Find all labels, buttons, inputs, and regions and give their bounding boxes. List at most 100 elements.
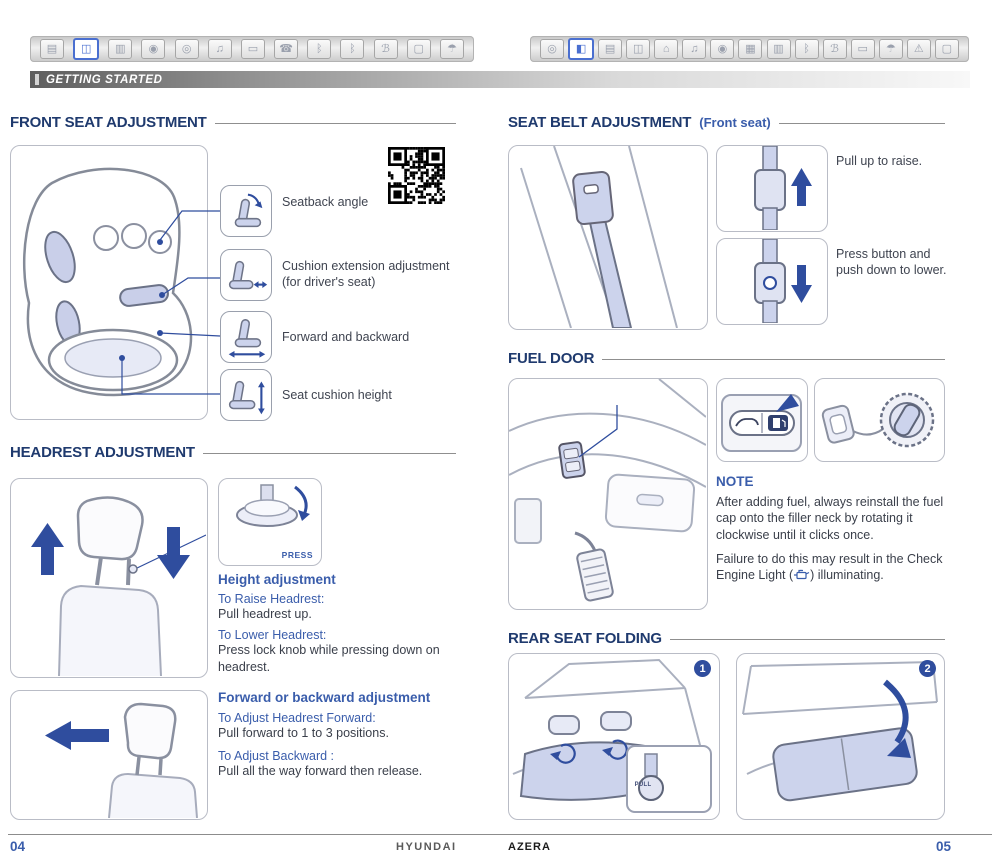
fuel-dashboard-image [508,378,708,610]
seat-icon: ▥ [766,39,791,59]
headrest-height-diagram [31,496,207,677]
fuel-cap-image [814,378,945,462]
title-rule [778,123,945,124]
headrest-forward-text: Forward or backward adjustment To Adjust… [218,690,456,780]
fuel-switch-image [716,378,808,462]
fuel-switch-diagram [721,394,802,452]
adjust-backward-label: To Adjust Backward : [218,749,335,764]
fuel-cap-diagram [821,392,935,448]
headrest-height-text: Height adjustment To Raise Headrest: Pul… [218,572,453,675]
note-paragraph-1: After adding fuel, always reinstall the … [716,495,944,542]
home-icon: ⌂ [654,39,679,59]
headrest-forward-diagram [45,702,198,819]
section-banner: GETTING STARTED [30,71,970,88]
footer-rule [8,834,992,835]
title-rule [602,359,945,360]
title-rule [669,639,945,640]
step-2-badge: 2 [919,660,936,677]
front-seat-diagram [23,167,193,397]
adjust-backward-text: Pull all the way forward then release. [218,764,423,779]
card-icon: ▭ [850,39,875,59]
forward-backward-heading: Forward or backward adjustment [218,690,431,705]
bluelink-icon: ℬ [822,39,847,59]
display-icon: ▢ [934,39,959,59]
mirror-icon: ▭ [240,39,265,59]
rear-seat-title: REAR SEAT FOLDING [508,630,662,647]
headrest-title: HEADREST ADJUSTMENT [10,444,195,461]
media-icon: ♫ [207,39,232,59]
adjust-forward-text: Pull forward to 1 to 3 positions. [218,726,389,740]
lower-headrest-label: To Lower Headrest: [218,628,327,643]
adjust-forward-label: To Adjust Headrest Forward: [218,711,376,725]
media-icon: ♫ [682,39,707,59]
press-label: PRESS [281,550,313,560]
cluster-icon: ◎ [540,39,564,59]
raise-headrest-text: Pull headrest up. [218,607,312,621]
phone-icon: ☎ [274,39,299,59]
raise-headrest-label: To Raise Headrest: [218,592,325,606]
fuel-door-title: FUEL DOOR [508,350,595,367]
page-number-left: 04 [10,839,26,854]
bluelink-icon: ℬ [373,39,398,59]
rear-seat-step1-image: PULL [508,653,720,820]
cushion-extension-label: Cushion extension adjustment (for driver… [282,259,450,290]
door-lock-icon: ◉ [141,39,166,59]
rear-seat-step1-diagram [512,658,712,813]
fuel-door-icon: ◧ [568,38,595,60]
title-rule [214,123,456,124]
seat-belt-title-row: SEAT BELT ADJUSTMENT (Front seat) [508,114,945,131]
belt-raise-image [716,145,828,232]
belt-raise-diagram [754,145,812,231]
seat-belt-image [508,145,708,330]
check-engine-icon [793,568,810,582]
page-number-right: 05 [936,839,952,854]
fuel-dashboard-diagram [508,378,707,602]
bluetooth-audio-icon: ᛒ [340,39,365,59]
cushion-extension-icon [220,249,272,301]
height-adjustment-heading: Height adjustment [218,572,336,587]
press-knob-image: PRESS [218,478,322,566]
seatback-angle-icon [220,185,272,237]
front-seat-icon: ◫ [73,38,100,60]
seat-belt-diagram [520,145,678,329]
fuel-note: NOTE After adding fuel, always reinstall… [716,474,948,583]
step-1-badge: 1 [694,660,711,677]
note-paragraph-2-post: ) illuminating. [810,568,884,582]
cluster-icon: ◎ [174,39,199,59]
rear-seat-icon: ▥ [108,39,133,59]
qr-code [388,147,445,204]
footer-brand: HYUNDAI [396,841,457,853]
forward-backward-icon [220,311,272,363]
gauge-icon: ◉ [710,39,735,59]
headrest-forward-image [10,690,208,820]
banner-tick [35,74,39,85]
headrest-height-image [10,478,208,678]
rear-seat-title-row: REAR SEAT FOLDING [508,630,945,647]
note-paragraph-2-pre: Failure to do this may result in the Che… [716,551,943,582]
footer-model: AZERA [508,841,551,853]
seatback-angle-label: Seatback angle [282,195,369,209]
pull-label: PULL [634,782,652,788]
cushion-height-label: Seat cushion height [282,388,392,402]
rear-seat-step2-image [736,653,945,820]
warning-icon: ⚠ [906,39,931,59]
title-rule [202,453,456,454]
front-seat-title: FRONT SEAT ADJUSTMENT [10,114,207,131]
bluetooth-icon: ᛒ [307,39,332,59]
belt-lower-diagram [754,238,812,324]
front-seat-title-row: FRONT SEAT ADJUSTMENT [10,114,456,131]
wiper-icon: ☂ [878,39,903,59]
seat-belt-title: SEAT BELT ADJUSTMENT [508,114,692,131]
wiper-icon: ☂ [439,39,464,59]
rear-seat-step2-diagram [742,661,938,802]
bluetooth-icon: ᛒ [794,39,819,59]
seat-folding-icon: ◫ [626,39,651,59]
cushion-height-icon [220,369,272,421]
headrest-title-row: HEADREST ADJUSTMENT [10,444,456,461]
note-paragraph-2: Failure to do this may result in the Che… [716,551,948,584]
vent-icon: ▦ [738,39,763,59]
fuel-door-title-row: FUEL DOOR [508,350,945,367]
